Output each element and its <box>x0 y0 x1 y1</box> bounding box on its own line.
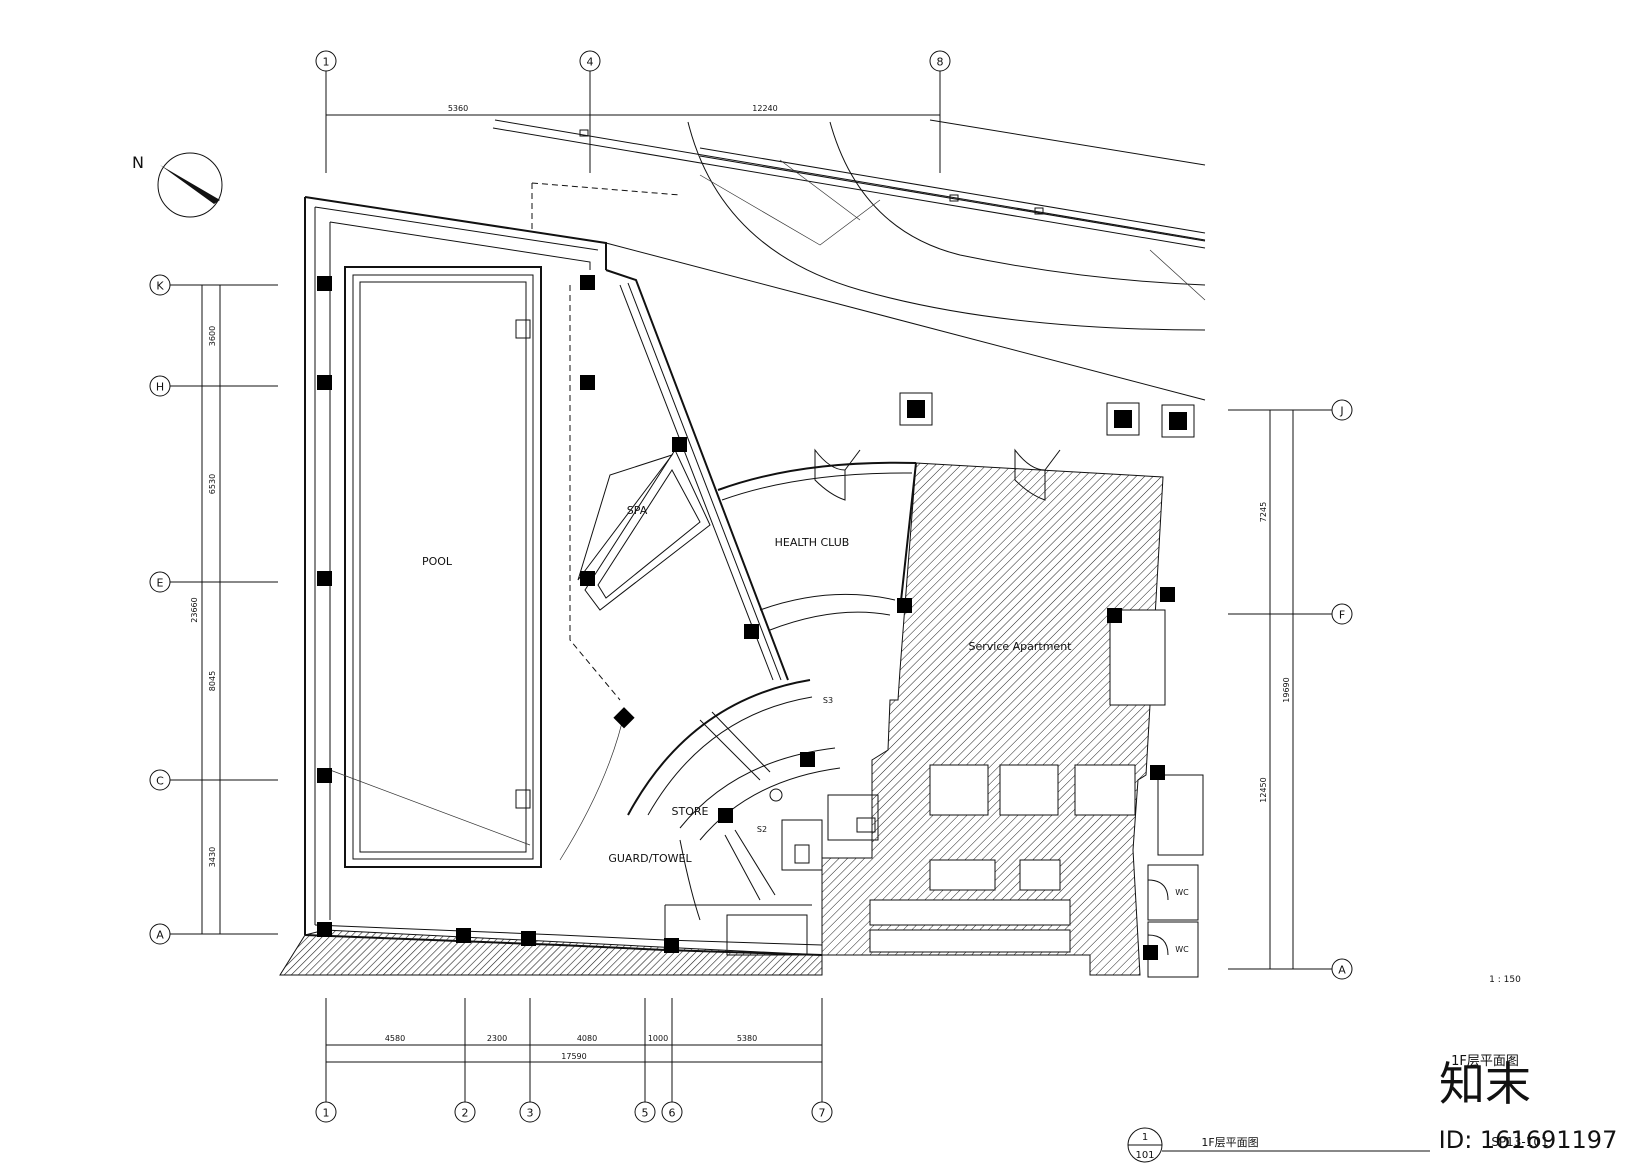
grid-right-1-label: F <box>1339 609 1345 622</box>
pool-label: POOL <box>422 555 453 568</box>
left-dim-0: 3600 <box>208 326 217 346</box>
bottom-dim-2: 4080 <box>577 1034 597 1043</box>
grid-bottom-5-label: 7 <box>819 1107 826 1120</box>
store-label: STORE <box>672 805 709 818</box>
grid-left-4-label: A <box>156 929 164 942</box>
curved-stair-block: STORE GUARD/TOWEL S3 S2 <box>608 679 841 956</box>
pool: POOL <box>329 266 542 868</box>
top-dim-1: 12240 <box>752 104 777 113</box>
watermark-logo: 知末 <box>1439 1057 1531 1111</box>
grid-left-3-label: C <box>156 775 164 788</box>
grid-top-1-label: 4 <box>587 56 594 69</box>
left-dim-3: 3430 <box>208 847 217 867</box>
grid-right-2-label: A <box>1338 964 1346 977</box>
title-sheet: 101 <box>1135 1150 1154 1161</box>
drawing-title: 1F层平面图 <box>1201 1136 1258 1149</box>
right-wc-block: WC WC <box>1147 774 1204 978</box>
top-dim-0: 5360 <box>448 104 468 113</box>
bottom-dim-3: 1000 <box>648 1034 668 1043</box>
north-arrow: N <box>132 152 223 218</box>
service-apartment-label: Service Apartment <box>968 640 1072 653</box>
spa-label: SPA <box>627 504 648 517</box>
scale-note: 1 : 150 <box>1489 975 1521 985</box>
left-total: 23660 <box>190 597 199 622</box>
health-club: HEALTH CLUB <box>717 461 917 631</box>
grid-left-2-label: E <box>157 577 164 590</box>
arc-partition <box>559 709 626 861</box>
s3-label: S3 <box>823 696 833 705</box>
health-club-label: HEALTH CLUB <box>775 536 850 549</box>
grid-left-0-label: K <box>156 280 164 293</box>
grid-lines: 1 4 8 5360 12240 1 2 3 5 6 7 4580 2300 4080 1000 5380 17… <box>149 50 1353 1123</box>
s2-label: S2 <box>757 825 767 834</box>
bottom-dim-0: 4580 <box>385 1034 405 1043</box>
grid-left-1-label: H <box>156 381 164 394</box>
grid-top-0-label: 1 <box>323 56 330 69</box>
bottom-dim-4: 5380 <box>737 1034 757 1043</box>
side-title: 1F层平面图 <box>1451 1054 1519 1069</box>
bottom-total: 17590 <box>561 1052 586 1061</box>
exterior-walls <box>304 196 823 956</box>
right-dim-1: 12450 <box>1259 777 1268 802</box>
road-exterior <box>492 119 1206 401</box>
service-core: Service Apartment <box>869 609 1166 953</box>
grid-bottom-0-label: 1 <box>323 1107 330 1120</box>
grid-bottom-3-label: 5 <box>642 1107 649 1120</box>
north-arrow-label: N <box>132 153 144 172</box>
left-dim-1: 6530 <box>208 474 217 494</box>
bottom-dim-1: 2300 <box>487 1034 507 1043</box>
dashed-partition <box>569 285 621 701</box>
right-total: 19690 <box>1282 677 1291 702</box>
wc-label-2: WC <box>1175 945 1189 954</box>
grid-bottom-2-label: 3 <box>527 1107 534 1120</box>
planters <box>899 392 1195 438</box>
watermark-id: ID: 161691197 <box>1439 1126 1618 1154</box>
toilet-block <box>769 788 879 871</box>
title-number: 1 <box>1142 1132 1148 1143</box>
spa: SPA <box>577 448 711 611</box>
service-apartment-hatch <box>821 462 1164 976</box>
title-block: 1 101 1F层平面图 SP13-101 <box>1127 1127 1549 1163</box>
entrance-doors <box>814 448 1061 501</box>
guard-towel-label: GUARD/TOWEL <box>608 852 692 865</box>
structural-columns <box>317 275 1175 960</box>
grid-bottom-4-label: 6 <box>669 1107 676 1120</box>
grid-top-2-label: 8 <box>937 56 944 69</box>
sheet-code: SP13-101 <box>1491 1135 1548 1149</box>
wc-label-1: WC <box>1175 888 1189 897</box>
right-dim-0: 7245 <box>1259 502 1268 522</box>
grid-right-0-label: J <box>1339 405 1343 418</box>
grid-bottom-1-label: 2 <box>462 1107 469 1120</box>
left-dim-2: 8045 <box>208 671 217 691</box>
